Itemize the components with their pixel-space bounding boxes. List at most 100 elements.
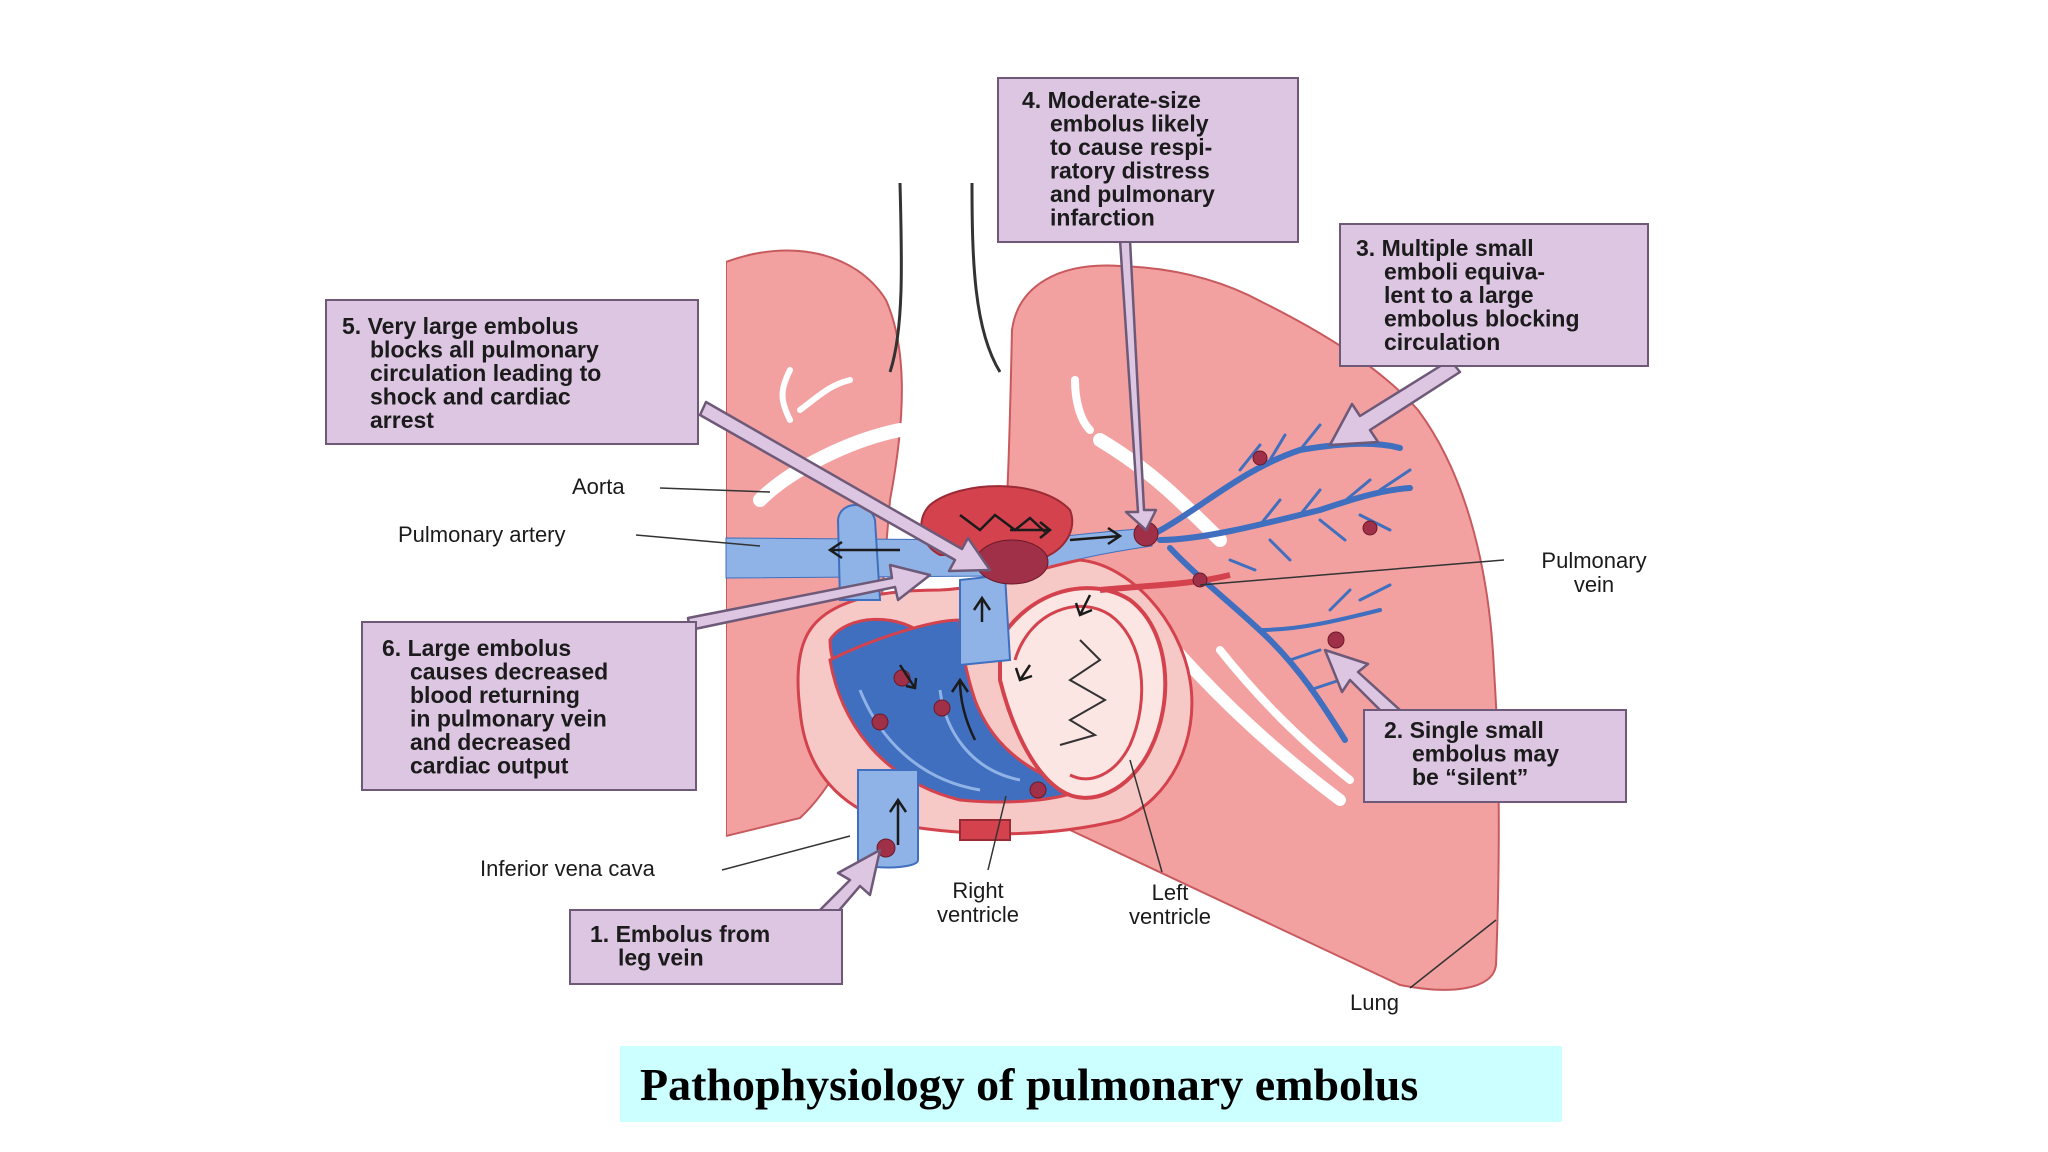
- callout-6-text-line-6: cardiac output: [410, 753, 569, 779]
- bronchus-right-branch-3: [1216, 646, 1354, 784]
- callout-2-text-line-3: be “silent”: [1412, 764, 1528, 790]
- artery-branch-lower: [1258, 608, 1382, 632]
- callout-5-text-line-5: arrest: [370, 407, 434, 433]
- flow-arrow-aorta: [1010, 521, 1053, 539]
- callout-6-text-line-3: blood returning: [410, 682, 580, 708]
- callout-5-text-line-2: blocks all pulmonary: [370, 337, 599, 363]
- pointer-3: [1328, 358, 1462, 447]
- callout-5-box: [325, 299, 699, 445]
- callout-3-text-line-2: emboli equiva-: [1384, 259, 1545, 285]
- callout-6-text-line-1: 6. Large embolus: [382, 635, 571, 661]
- callout-4-text-line-3: to cause respi-: [1050, 134, 1212, 160]
- label-left-ventricle-line-2: ventricle: [1129, 904, 1211, 929]
- callout-4-text-line-2: embolus likely: [1050, 111, 1209, 137]
- flow-arrow-rv: [950, 677, 977, 741]
- pulmonary-outflow: [959, 573, 1012, 667]
- label-inferior-vena-cava-group: Inferior vena cava: [480, 835, 851, 881]
- callout-2-text-line-2: embolus may: [1412, 741, 1559, 767]
- label-lung: Lung: [1350, 990, 1399, 1015]
- bronchus-right: [1093, 433, 1227, 547]
- caption: Pathophysiology of pulmonary embolus: [620, 1046, 1562, 1122]
- label-pulmonary-vein-line-1: Pulmonary: [1541, 548, 1646, 573]
- trachea-right-wall: [970, 182, 1002, 373]
- lower-aorta: [959, 819, 1011, 841]
- label-lung-group: Lung: [1350, 919, 1497, 1015]
- callout-2-box: [1363, 709, 1627, 803]
- label-right-ventricle-line-2: ventricle: [937, 902, 1019, 927]
- callout-2-text-line-1: 2. Single small: [1384, 717, 1544, 743]
- embolus-heart-2: [933, 699, 951, 717]
- flow-arrow-pa: [972, 595, 992, 622]
- flow-arrow-pa-right: [1069, 526, 1123, 546]
- bronchus-left: [753, 423, 907, 507]
- artery-branch-twig-1: [1238, 418, 1347, 472]
- flow-arrow-pa-left: [827, 540, 900, 560]
- bronchus-right-branch-1: [1071, 376, 1094, 434]
- callout-1-box: [569, 909, 843, 985]
- label-left-ventricle-line-1: Left: [1152, 880, 1189, 905]
- left-ventricle-chamber: [998, 586, 1168, 800]
- aortic-arch-zigzag: [959, 513, 1046, 533]
- embolus-lung-2: [1362, 520, 1378, 536]
- callout-4-text-line-6: infarction: [1050, 205, 1155, 231]
- callout-4-text-line-1: 4. Moderate-size: [1022, 87, 1201, 113]
- artery-branch-twig-3: [1228, 513, 1392, 572]
- callout-6-box: [361, 621, 697, 791]
- leader-left-ventricle: [1129, 759, 1163, 873]
- flow-arrow-ra: [898, 664, 918, 690]
- callout-6-text-line-4: in pulmonary vein: [410, 706, 607, 732]
- label-aorta: Aorta: [572, 474, 625, 499]
- pointer-2: [1323, 648, 1402, 722]
- leader-pulmonary-vein: [1199, 559, 1505, 586]
- embolus-lung-3: [1192, 572, 1208, 588]
- leader-right-ventricle: [987, 795, 1007, 871]
- callout-3-text-line-3: lent to a large: [1384, 282, 1534, 308]
- heart: [796, 485, 1231, 869]
- flow-arrow-ivc: [888, 797, 908, 845]
- leader-aorta: [659, 487, 771, 493]
- callout-1-text-line-1: 1. Embolus from: [590, 921, 770, 947]
- leader-inferior-vena-cava: [721, 835, 851, 871]
- label-aorta-group: Aorta: [572, 474, 771, 499]
- caption-text: Pathophysiology of pulmonary embolus: [640, 1059, 1418, 1110]
- pointer-4: [1118, 238, 1158, 532]
- callout-6-text-line-5: and decreased: [410, 729, 571, 755]
- flow-arrows: [827, 521, 1123, 845]
- trachea: [888, 182, 1002, 373]
- embolus-lung-1: [1252, 450, 1268, 466]
- bronchi: [753, 367, 1354, 806]
- embolus-heart-1: [871, 713, 889, 731]
- callout-3-text-line-4: embolus blocking: [1384, 306, 1580, 332]
- flow-arrow-la: [1014, 664, 1033, 682]
- leader-pulmonary-artery: [635, 534, 761, 547]
- caption-box: [620, 1046, 1562, 1122]
- artery-branch-twig-2: [1258, 468, 1412, 527]
- callout-1-text-line-2: leg vein: [618, 945, 704, 971]
- artery-branch-twig-4: [1288, 583, 1392, 692]
- embolus-ivc: [876, 838, 896, 858]
- callout-4-text-line-5: and pulmonary: [1050, 181, 1215, 207]
- pulmonary-vein-vessel: [1099, 572, 1231, 593]
- embolus-large: [975, 539, 1049, 585]
- callout-4-text-line-4: ratory distress: [1050, 158, 1210, 184]
- callout-3-box: [1339, 223, 1649, 367]
- label-pulmonary-vein-line-2: vein: [1574, 572, 1614, 597]
- callout-3-text-line-5: circulation: [1384, 329, 1500, 355]
- callout-3-text-line-1: 3. Multiple small: [1356, 235, 1534, 261]
- label-right-ventricle-line-1: Right: [952, 878, 1003, 903]
- bronchus-left-branch: [779, 367, 853, 423]
- callout-5-text-line-3: circulation leading to: [370, 360, 601, 386]
